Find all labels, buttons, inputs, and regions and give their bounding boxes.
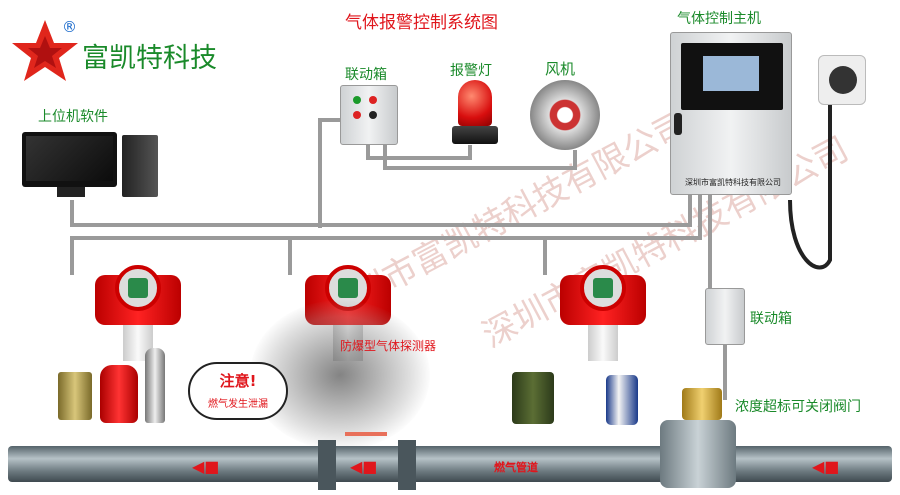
controller-label: 气体控制主机 — [677, 11, 761, 27]
fan-label: 风机 — [545, 60, 576, 78]
linkage-box — [340, 85, 398, 145]
gas-detector — [560, 255, 646, 361]
shutoff-valve-icon — [660, 420, 736, 488]
flow-arrow-icon: ◀■ — [350, 457, 378, 476]
jerrycan-icon — [512, 372, 554, 424]
warning-title: 注意! — [219, 372, 257, 390]
alarm-lamp-icon — [452, 80, 498, 150]
detector-label: 防爆型气体探测器 — [340, 339, 437, 353]
logo-star-icon — [12, 20, 78, 81]
valve-actuator-icon — [682, 388, 722, 420]
detector-display — [580, 265, 626, 311]
linkage-box-bottom-label: 联动箱 — [750, 311, 792, 327]
linkage-box-bottom — [705, 288, 745, 345]
diagram-title: 气体报警控制系统图 — [345, 13, 498, 33]
valve-note: 浓度超标可关闭阀门 — [735, 399, 861, 415]
pipe-flange — [318, 440, 336, 490]
power-socket-icon — [818, 55, 866, 105]
detector-display — [115, 265, 161, 311]
fan-icon — [530, 80, 600, 150]
gas-drum-icon — [58, 372, 92, 420]
pipe-flange — [398, 440, 416, 490]
computer-icon — [22, 132, 162, 202]
flow-arrow-icon: ◀■ — [812, 457, 840, 476]
flow-arrow-icon: ◀■ — [192, 457, 220, 476]
gas-bottle-icon — [145, 348, 165, 423]
alarm-lamp-label: 报警灯 — [450, 63, 492, 79]
linkage-box-label: 联动箱 — [345, 67, 387, 83]
registered-mark: ® — [62, 18, 77, 36]
controller-company: 深圳市富凯特科技有限公司 — [685, 178, 781, 187]
pipe-label: 燃气管道 — [494, 461, 538, 474]
lpg-cylinder-icon — [100, 365, 138, 423]
controller-screen — [681, 43, 783, 110]
detector-sensor — [588, 325, 618, 361]
gas-detector — [95, 255, 181, 361]
pc-software-label: 上位机软件 — [38, 109, 108, 125]
gas-controller: 深圳市富凯特科技有限公司 — [670, 32, 792, 195]
gas-pipe — [8, 446, 892, 482]
warning-bubble: 注意! 燃气发生泄漏 — [188, 362, 288, 420]
warning-text: 燃气发生泄漏 — [208, 399, 268, 410]
brand-name: 富凯特科技 — [82, 43, 217, 74]
manual-valve-handle — [345, 432, 387, 436]
spray-can-icon — [606, 375, 638, 425]
lock-icon — [674, 113, 682, 135]
